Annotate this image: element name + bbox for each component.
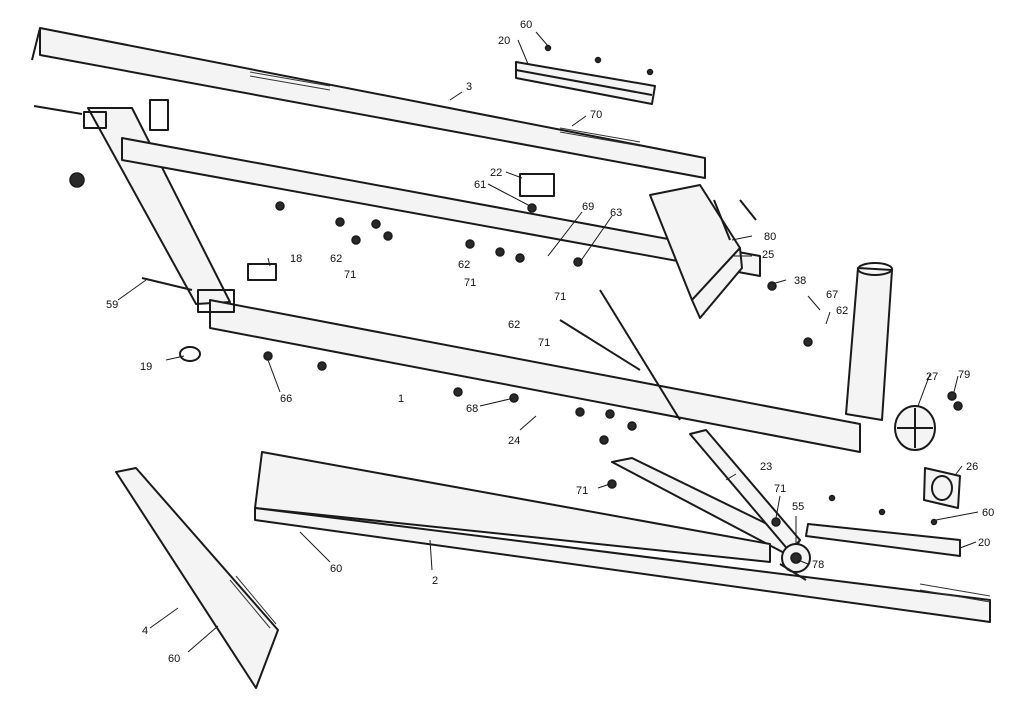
callout-labels: 60 20 3 70 22 61 69 63 80 25 38 62 71 62… — [106, 19, 994, 665]
callout-27: 27 — [926, 371, 938, 383]
wheel-housing-part — [923, 467, 961, 509]
callout-55: 55 — [792, 501, 804, 513]
callout-71-a: 71 — [344, 269, 356, 281]
callout-23: 23 — [760, 461, 772, 473]
main-frame-part — [69, 107, 861, 453]
callout-59: 59 — [106, 299, 118, 311]
callout-61: 61 — [474, 179, 486, 191]
callout-68: 68 — [466, 403, 478, 415]
top-rail-part — [31, 27, 706, 179]
callout-78: 78 — [812, 559, 824, 571]
fan-wheel-part — [894, 405, 936, 451]
callout-71-f: 71 — [774, 483, 786, 495]
callout-80: 80 — [764, 231, 776, 243]
callout-71-c: 71 — [554, 291, 566, 303]
callout-2: 2 — [432, 575, 438, 587]
callout-20-right: 20 — [978, 537, 990, 549]
callout-79: 79 — [958, 369, 970, 381]
callout-70: 70 — [590, 109, 602, 121]
callout-62-c: 62 — [508, 319, 520, 331]
leader-lines — [117, 31, 979, 653]
callout-60-left: 60 — [330, 563, 342, 575]
callout-24: 24 — [508, 435, 520, 447]
callout-67: 67 — [826, 289, 838, 301]
bottom-rail-part — [254, 451, 991, 623]
callout-18: 18 — [290, 253, 302, 265]
upright-post-part — [845, 262, 893, 421]
right-angle-bracket-part — [805, 494, 961, 557]
callout-26: 26 — [966, 461, 978, 473]
end-panel-part — [115, 467, 279, 689]
callout-25: 25 — [762, 249, 774, 261]
callout-71-e: 71 — [576, 485, 588, 497]
motor-housing-part — [649, 184, 743, 319]
callout-60-bottom: 60 — [168, 653, 180, 665]
callout-60-top: 60 — [520, 19, 532, 31]
callout-60-right: 60 — [982, 507, 994, 519]
callout-62-a: 62 — [330, 253, 342, 265]
callout-3: 3 — [466, 81, 472, 93]
callout-20-top: 20 — [498, 35, 510, 47]
callout-38: 38 — [794, 275, 806, 287]
callout-71-b: 71 — [464, 277, 476, 289]
top-angle-bracket-part — [515, 44, 656, 105]
callout-4: 4 — [142, 625, 148, 637]
callout-69: 69 — [582, 201, 594, 213]
callout-62-b: 62 — [458, 259, 470, 271]
callout-19: 19 — [140, 361, 152, 373]
callout-1: 1 — [398, 393, 404, 405]
callout-71-d: 71 — [538, 337, 550, 349]
callout-63: 63 — [610, 207, 622, 219]
callout-66: 66 — [280, 393, 292, 405]
callout-62-d: 62 — [836, 305, 848, 317]
callout-22: 22 — [490, 167, 502, 179]
